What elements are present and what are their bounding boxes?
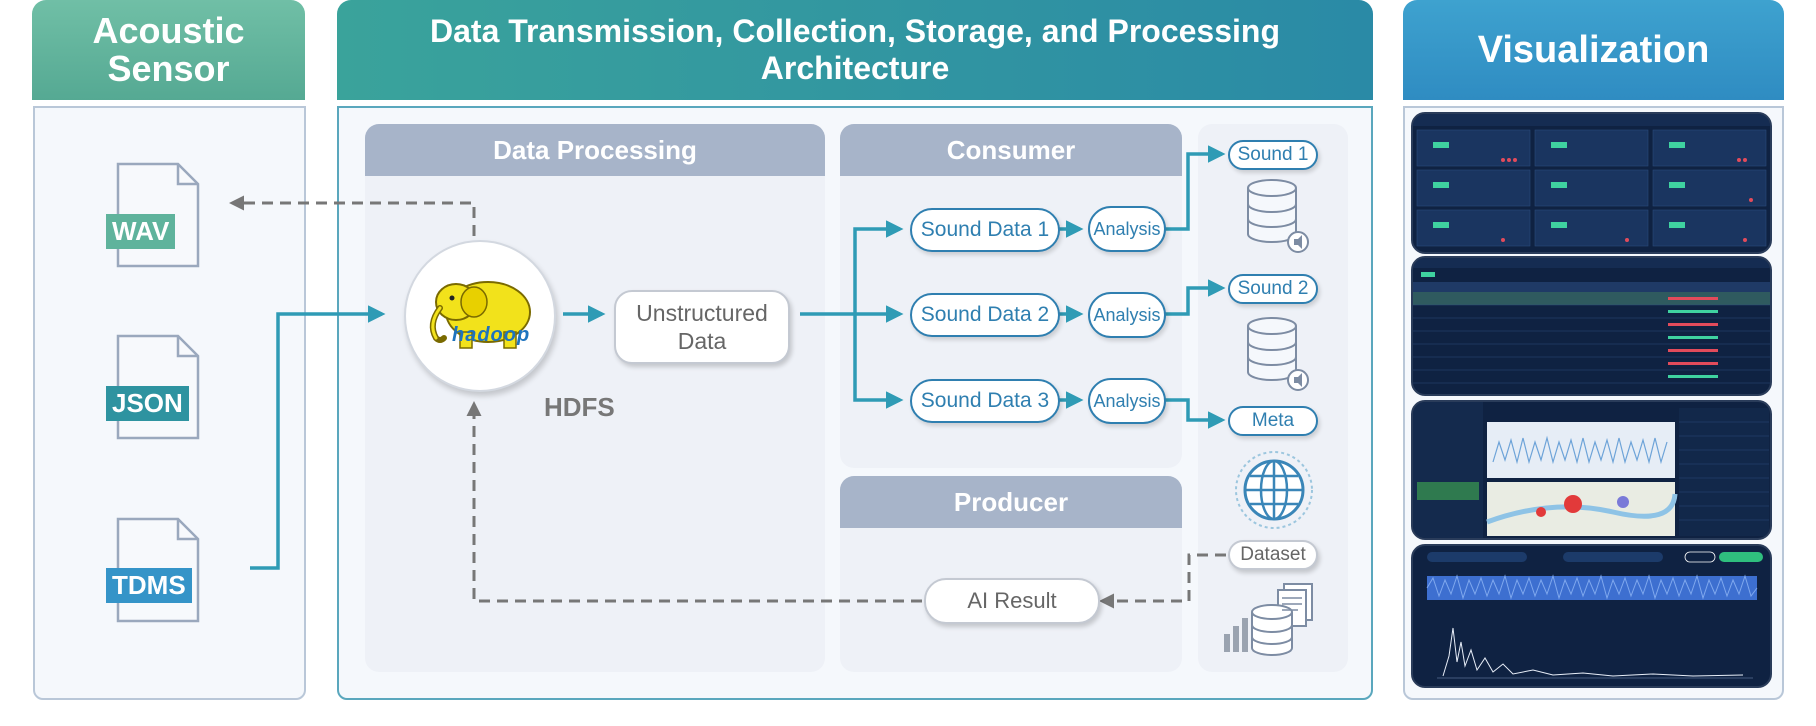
sound-data-3-pill: Sound Data 3 [910,379,1060,423]
branch-sound-data-3 [853,314,904,409]
visualization-header: Visualization [1403,0,1784,100]
ai-result-to-hdfs-dashed-arrow [466,401,922,603]
acoustic-sensor-title: Acoustic Sensor [92,10,245,89]
dashboard-map-chart-screenshot [1411,400,1772,540]
data-processing-section: Data Processing [365,124,825,672]
analysis-pill-3: Analysis [1088,378,1166,424]
hadoop-logo-text: hadoop [452,324,531,346]
data-processing-title: Data Processing [365,124,825,176]
hdfs-to-wav-dashed-arrow [229,195,476,236]
visualization-title: Visualization [1477,28,1710,71]
ai-result-pill: AI Result [924,578,1100,624]
database-sound-2-icon [1247,317,1309,391]
sound-1-storage-label: Sound 1 [1228,140,1318,170]
architecture-title: Data Transmission, Collection, Storage, … [430,13,1280,86]
dashboard-table-screenshot [1411,256,1772,396]
hadoop-elephant-icon [429,281,531,349]
producer-section: Producer [840,476,1182,672]
sound-data-2-pill: Sound Data 2 [910,293,1060,337]
meta-storage-label: Meta [1228,406,1318,436]
producer-title: Producer [840,476,1182,528]
tdms-tag: TDMS [106,568,192,603]
analysis1-to-storage-arrow [1164,145,1226,231]
analysis3-to-meta-arrow [1164,398,1226,429]
acoustic-sensor-header: Acoustic Sensor [32,0,305,100]
sound-data-1-pill: Sound Data 1 [910,208,1060,252]
unstructured-data-box: Unstructured Data [614,290,790,364]
hdfs-label: HDFS [544,392,615,422]
tdms-to-hdfs-arrow [250,305,386,570]
dashboard-sensor-grid-screenshot [1411,112,1772,254]
consumer-title: Consumer [840,124,1182,176]
dataset-database-icon [1224,583,1313,656]
analysis-pill-2: Analysis [1088,292,1166,338]
sound-2-storage-label: Sound 2 [1228,274,1318,304]
waveform-spectrum-screenshot [1411,544,1772,688]
analysis2-to-storage-arrow [1164,279,1226,316]
analysis-pill-1: Analysis [1088,206,1166,252]
dataset-storage-label: Dataset [1228,540,1318,570]
database-sound-1-icon [1247,179,1309,253]
dataset-to-ai-result-dashed-arrow [1099,553,1226,609]
wav-tag: WAV [106,214,176,249]
architecture-header: Data Transmission, Collection, Storage, … [337,0,1373,100]
json-tag: JSON [106,386,189,421]
globe-icon [1235,451,1313,529]
branch-sound-data-1 [853,220,904,314]
